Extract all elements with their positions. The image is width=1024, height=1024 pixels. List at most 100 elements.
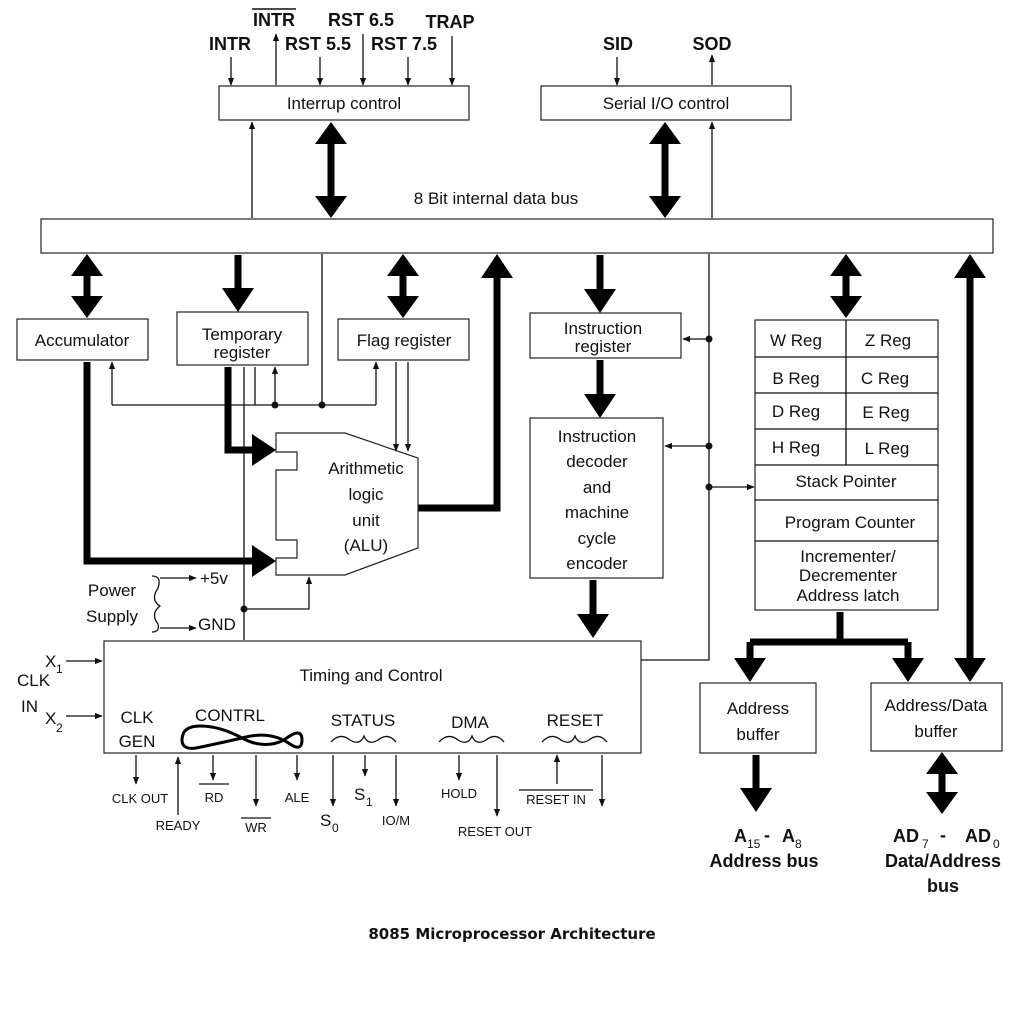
junction-dot (318, 401, 326, 409)
temp-to-alu-arrow (224, 367, 276, 466)
data-ad7-sub: 7 (922, 837, 929, 851)
flag-reg-label: Flag register (357, 331, 452, 350)
iom-label: IO/M (382, 813, 410, 828)
flag-register-box (337, 318, 470, 361)
rst55-label: RST 5.5 (285, 34, 351, 54)
program-counter: Program Counter (785, 513, 916, 532)
serial-io-control-box (540, 85, 792, 121)
supply-label: Supply (86, 607, 138, 626)
gnd-label: GND (198, 615, 236, 634)
s0-sub: 0 (332, 821, 339, 835)
intr-bar-label: INTR (253, 10, 295, 30)
c-reg: C Reg (861, 369, 909, 388)
rd-label: RD (205, 790, 224, 805)
register-to-buffers-arrow (734, 612, 924, 682)
x1-sub: 1 (56, 662, 63, 676)
dma-group-label: DMA (451, 713, 489, 732)
ad-buffer-label-2: buffer (914, 722, 958, 741)
decoder-label-2: decoder (566, 452, 628, 471)
address-buffer-box (699, 682, 817, 754)
x2-sub: 2 (56, 721, 63, 735)
data-ad0-ad: AD (965, 826, 991, 846)
interrupt-control-label: Interrup control (287, 94, 401, 113)
sid-label: SID (603, 34, 633, 54)
data-ad0-sub: 0 (993, 837, 1000, 851)
control-to-alu-arrow (244, 576, 313, 610)
alu-label-4: (ALU) (344, 536, 388, 555)
reset-in-label: RESET IN (526, 792, 586, 807)
addr-a15-sub: 15 (747, 837, 761, 851)
timing-control-box (103, 640, 642, 754)
interrupt-control-box (218, 85, 470, 121)
control-brace (180, 724, 304, 750)
b-reg: B Reg (772, 369, 819, 388)
wr-label: WR (245, 820, 267, 835)
accumulator-to-alu-arrow (83, 362, 276, 577)
temp-reg-label-1: Temporary (202, 325, 283, 344)
in-label: IN (21, 697, 38, 716)
instruction-register-box (529, 312, 682, 359)
clk-label: CLK (17, 671, 51, 690)
sod-label: SOD (692, 34, 731, 54)
register-array (754, 319, 939, 611)
x1-label: X (45, 652, 56, 671)
instr-reg-label-1: Instruction (564, 319, 642, 338)
d-reg: D Reg (772, 402, 820, 421)
data-bus-label-2: bus (927, 876, 959, 896)
temp-reg-label-2: register (214, 343, 271, 362)
addr-a8-a: A (782, 826, 795, 846)
instr-reg-label-2: register (575, 337, 632, 356)
power-brace (151, 575, 162, 633)
address-bus-label: Address bus (709, 851, 818, 871)
l-reg: L Reg (865, 439, 910, 458)
register-array-bus-arrow (830, 254, 862, 318)
intr-label: INTR (209, 34, 251, 54)
serial-bus-double-arrow (649, 122, 681, 218)
junction-dot (240, 605, 248, 613)
accumulator-box (16, 318, 149, 361)
stack-pointer: Stack Pointer (795, 472, 896, 491)
junction-dot (705, 442, 713, 450)
h-reg: H Reg (772, 438, 820, 457)
rst75-label: RST 7.5 (371, 34, 437, 54)
s1-label: S (354, 785, 365, 804)
reset-group-label: RESET (547, 711, 604, 730)
reset-brace (541, 734, 608, 743)
ale-label: ALE (285, 790, 310, 805)
timing-control-title: Timing and Control (300, 666, 443, 685)
w-reg: W Reg (770, 331, 822, 350)
instruction-reg-bus-arrow (584, 255, 616, 313)
addr-dash: - (764, 825, 770, 845)
alu-shape (275, 432, 419, 576)
address-buffer-label-1: Address (727, 699, 789, 718)
interrupt-bus-double-arrow (315, 122, 347, 218)
decoder-label-5: cycle (578, 529, 617, 548)
ir-to-decoder-arrow (584, 360, 616, 418)
status-group-label: STATUS (331, 711, 396, 730)
alu-label-3: unit (352, 511, 380, 530)
ad-buffer-label-1: Address/Data (885, 696, 989, 715)
address-buffer-label-2: buffer (736, 725, 780, 744)
rst65-label: RST 6.5 (328, 10, 394, 30)
ready-label: READY (156, 818, 201, 833)
addr-a8-sub: 8 (795, 837, 802, 851)
temporary-register-box (176, 311, 309, 366)
decoder-label-4: machine (565, 503, 629, 522)
address-bus-arrow (740, 755, 772, 812)
accumulator-bus-arrow (71, 254, 103, 318)
internal-bus-label: 8 Bit internal data bus (414, 189, 578, 208)
z-reg: Z Reg (865, 331, 911, 350)
instruction-decoder-box (529, 417, 664, 579)
internal-data-bus (40, 218, 994, 254)
ad-buffer-bus-arrow (954, 254, 986, 682)
decoder-label-3: and (583, 478, 611, 497)
timing-control-line (641, 254, 710, 661)
plus5-label: +5v (200, 569, 228, 588)
clk-gen-label-1: CLK (120, 708, 154, 727)
temp-reg-bus-arrow (222, 255, 254, 312)
data-bus-label-1: Data/Address (885, 851, 1001, 871)
addr-a15-a: A (734, 826, 747, 846)
data-ad7-ad: AD (893, 826, 919, 846)
data-dash: - (940, 825, 946, 845)
